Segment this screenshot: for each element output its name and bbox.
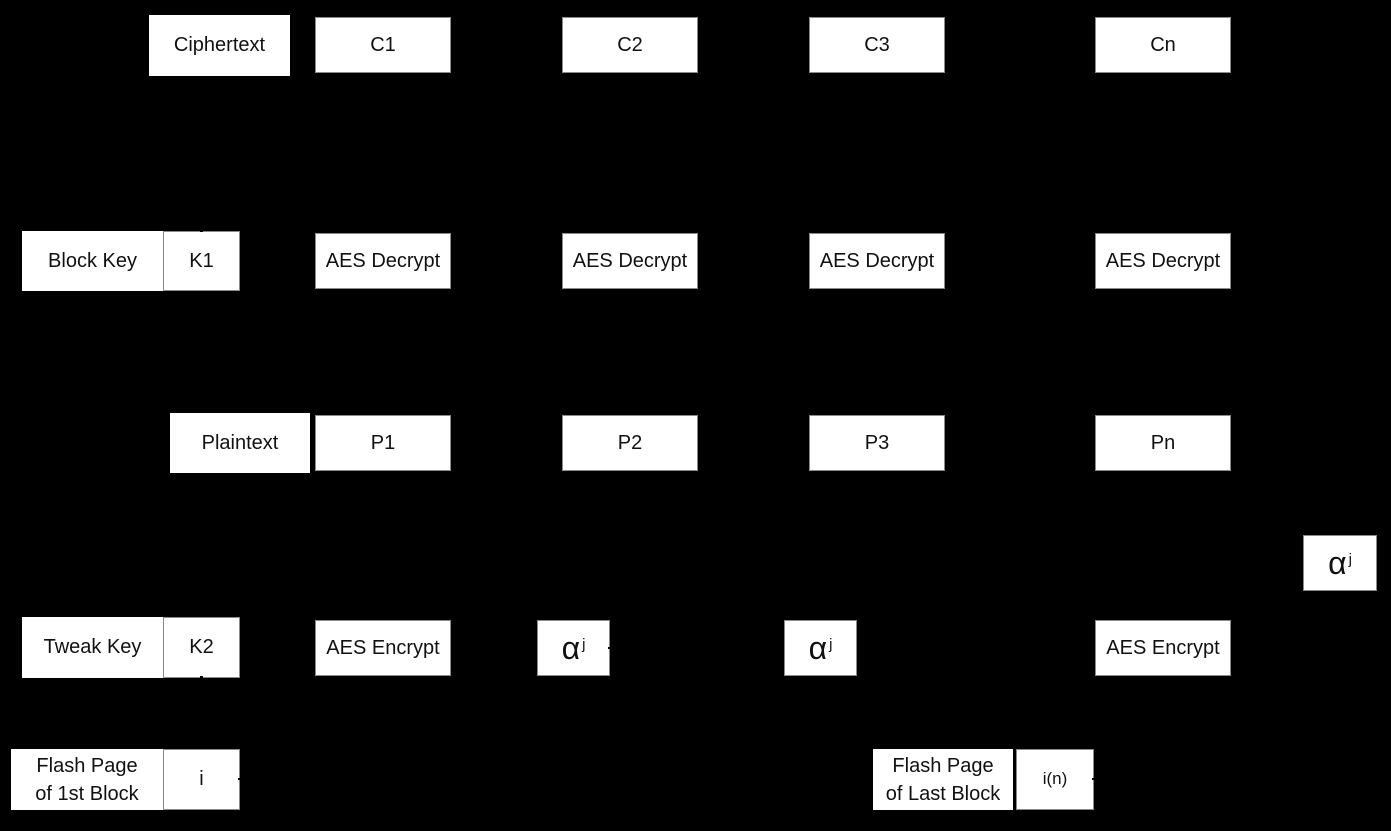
block-label: AES Decrypt xyxy=(819,249,935,272)
block-label: P2 xyxy=(617,431,643,454)
aes-decrypt-1: AES Decrypt xyxy=(315,233,451,289)
block-key-label: Block Key xyxy=(22,231,163,291)
alpha-exponent: j xyxy=(829,635,833,653)
plaintext-block-p1: P1 xyxy=(315,415,451,471)
block-label: AES Encrypt xyxy=(1106,636,1220,659)
k2-connector-dot xyxy=(200,676,203,679)
ciphertext-label-text: Ciphertext xyxy=(173,34,266,56)
ciphertext-label: Ciphertext xyxy=(149,15,290,76)
block-label: AES Decrypt xyxy=(1105,249,1221,272)
block-label: Pn xyxy=(1150,431,1176,454)
ciphertext-block-c3: C3 xyxy=(809,17,945,73)
block-label: C3 xyxy=(864,33,890,56)
k2-key-box: K2 xyxy=(163,617,240,678)
block-label: C1 xyxy=(370,33,396,56)
alpha-base: α xyxy=(808,630,828,666)
block-key-text: Block Key xyxy=(48,249,137,272)
block-label: P1 xyxy=(370,431,396,454)
block-label: AES Decrypt xyxy=(325,249,441,272)
alpha-exponent: j xyxy=(1348,550,1352,568)
flash-page-last-label: Flash Page of Last Block xyxy=(873,749,1013,810)
flash-page-first-index: i xyxy=(163,749,240,810)
aes-decrypt-2: AES Decrypt xyxy=(562,233,698,289)
alpha-base: α xyxy=(561,630,581,666)
aes-decrypt-n: AES Decrypt xyxy=(1095,233,1231,289)
block-label: C2 xyxy=(617,33,643,56)
last-index-connector-dot xyxy=(1092,778,1095,780)
flash-page-first-line1: Flash Page xyxy=(36,754,138,777)
flash-page-first-label: Flash Page of 1st Block xyxy=(11,749,163,810)
tweak-key-label: Tweak Key xyxy=(22,617,163,678)
index-text: i(n) xyxy=(1042,769,1068,789)
alpha-exponent: j xyxy=(582,635,586,653)
flash-page-last-line2: of Last Block xyxy=(885,782,1001,805)
aes-encrypt-last: AES Encrypt xyxy=(1095,620,1231,676)
ciphertext-block-c1: C1 xyxy=(315,17,451,73)
flash-page-last-index: i(n) xyxy=(1016,749,1094,810)
k1-connector-dot xyxy=(200,229,203,232)
alpha-1-connector-dot xyxy=(608,647,611,649)
aes-encrypt-first: AES Encrypt xyxy=(315,620,451,676)
block-label: AES Encrypt xyxy=(326,636,440,659)
first-index-connector-dot xyxy=(238,778,241,780)
index-text: i xyxy=(199,768,204,790)
aes-decrypt-3: AES Decrypt xyxy=(809,233,945,289)
k2-text: K2 xyxy=(189,636,214,658)
block-label: P3 xyxy=(864,431,890,454)
alpha-base: α xyxy=(1328,545,1347,581)
ciphertext-block-cn: Cn xyxy=(1095,17,1231,73)
plaintext-label-text: Plaintext xyxy=(201,431,279,454)
k1-key-box: K1 xyxy=(163,231,240,291)
flash-page-first-line2: of 1st Block xyxy=(35,782,139,805)
flash-page-last-line1: Flash Page xyxy=(892,754,994,777)
tweak-key-text: Tweak Key xyxy=(43,636,142,658)
k1-text: K1 xyxy=(189,249,214,272)
plaintext-block-p3: P3 xyxy=(809,415,945,471)
plaintext-block-pn: Pn xyxy=(1095,415,1231,471)
ciphertext-block-c2: C2 xyxy=(562,17,698,73)
block-label: AES Decrypt xyxy=(572,249,688,272)
plaintext-block-p2: P2 xyxy=(562,415,698,471)
plaintext-label: Plaintext xyxy=(170,413,310,473)
block-label: Cn xyxy=(1150,33,1176,56)
